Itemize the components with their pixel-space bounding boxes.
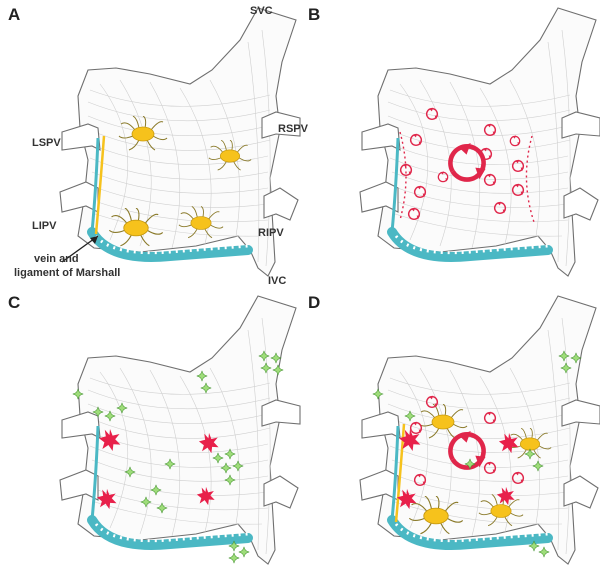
panel-label-a: A <box>8 5 20 24</box>
label-marshall-line2: ligament of Marshall <box>14 267 120 279</box>
panel-label-d: D <box>308 293 320 312</box>
label-ivc: IVC <box>268 275 286 287</box>
panel-label-b: B <box>308 5 320 24</box>
vein-of-marshall-dotted <box>91 425 99 521</box>
label-rspv: RSPV <box>278 123 309 135</box>
reentry-path-left <box>399 131 407 221</box>
label-ripv: RIPV <box>258 227 284 239</box>
panel-d: D <box>308 293 600 565</box>
panel-b: B <box>308 5 600 277</box>
label-marshall-line1: vein and <box>34 253 79 265</box>
sparkle-icon <box>238 546 250 558</box>
label-svc: SVC <box>250 5 273 17</box>
arrowhead-icon <box>90 236 98 244</box>
panel-c: C <box>8 293 301 565</box>
label-lipv: LIPV <box>32 220 57 232</box>
label-lspv: LSPV <box>32 137 61 149</box>
panel-a: A SVC LSPV RSPV LIPV RIPV IVC vein and l… <box>8 5 309 287</box>
panel-label-c: C <box>8 293 20 312</box>
sparkle-icon <box>228 552 240 564</box>
sparkle-icon <box>538 546 550 558</box>
